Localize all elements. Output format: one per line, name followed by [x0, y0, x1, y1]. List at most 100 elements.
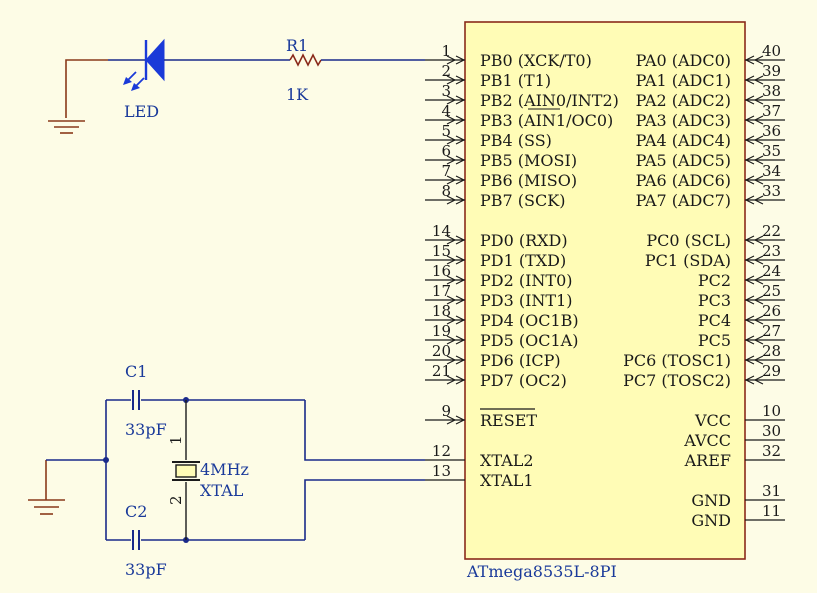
- pin-name-right: PC5: [698, 331, 731, 350]
- pin-number-right: 11: [762, 502, 781, 520]
- pin-name-left: PD0 (RXD): [480, 231, 568, 250]
- pin-number-left: 4: [441, 102, 451, 120]
- pin-number-left: 16: [432, 262, 451, 280]
- ground-symbol-crystal: [28, 499, 65, 515]
- pin-name-right: PC6 (TOSC1): [623, 351, 731, 370]
- led-circuit: LED R1 1K: [48, 36, 425, 134]
- resistor-r1-value-label: 1K: [286, 85, 309, 104]
- pin-number-right: 35: [762, 142, 781, 160]
- pin-number-right: 37: [762, 102, 781, 120]
- pin-name-left: PD4 (OC1B): [480, 311, 579, 330]
- pin-number-right: 39: [762, 62, 781, 80]
- pin-name-right: PC1 (SDA): [645, 251, 731, 270]
- pin-number-right: 23: [762, 242, 781, 260]
- pin-name-right: PA4 (ADC4): [636, 131, 731, 150]
- pin-name-right: PC4: [698, 311, 731, 330]
- pin-name-right: PA3 (ADC3): [636, 111, 731, 130]
- pin-number-right: 31: [762, 482, 781, 500]
- pin-number-right: 29: [762, 362, 781, 380]
- pin-name-left: PD1 (TXD): [480, 251, 566, 270]
- pin-name-left: PB5 (MOSI): [480, 151, 577, 170]
- resistor-r1-ref-label: R1: [286, 36, 308, 55]
- crystal-icon[interactable]: [172, 461, 200, 481]
- pin-name-left: PB2 (AIN0/INT2): [480, 91, 619, 110]
- capacitor-c1-ref-label: C1: [125, 362, 147, 381]
- crystal-circuit: C1 33pF C2 33pF 1 2 4MHz XTAL: [28, 362, 425, 579]
- led-diode-icon[interactable]: [123, 38, 165, 91]
- pin-number-left: 18: [432, 302, 451, 320]
- pin-number-left: 21: [432, 362, 451, 380]
- pin-number-left: 20: [432, 342, 451, 360]
- pin-number-left: 15: [432, 242, 451, 260]
- pin-name-left: PB0 (XCK/T0): [480, 51, 592, 70]
- led-ref-label: LED: [124, 102, 159, 121]
- pin-name-left: PB3 (AIN1/OC0): [480, 111, 613, 130]
- pin-number-left: 3: [441, 82, 451, 100]
- pin-name-right: PA6 (ADC6): [636, 171, 731, 190]
- pin-name-left: XTAL1: [480, 471, 534, 490]
- capacitor-c1-icon[interactable]: [132, 390, 140, 410]
- crystal-pin1-label: 1: [167, 435, 185, 445]
- pin-number-right: 30: [762, 422, 781, 440]
- pin-number-left: 17: [432, 282, 451, 300]
- pin-name-left: PB4 (SS): [480, 131, 552, 150]
- resistor-r1-icon[interactable]: [289, 53, 322, 67]
- xtal1-wire: [304, 479, 425, 540]
- chip-name-label: ATmega8535L-8PI: [466, 562, 617, 581]
- pin-name-right: VCC: [694, 411, 731, 430]
- pin-name-right: PA5 (ADC5): [636, 151, 731, 170]
- capacitor-c2-icon[interactable]: [132, 530, 140, 550]
- pin-name-right: PC3: [698, 291, 731, 310]
- pin-name-left: PD6 (ICP): [480, 351, 561, 370]
- capacitor-c2-ref-label: C2: [125, 502, 147, 521]
- pin-number-right: 24: [762, 262, 781, 280]
- chip-body[interactable]: [464, 21, 746, 560]
- pin-number-right: 22: [762, 222, 781, 240]
- pin-number-right: 38: [762, 82, 781, 100]
- pin-number-right: 10: [762, 402, 781, 420]
- pin-number-right: 34: [762, 162, 781, 180]
- pin-name-right: GND: [691, 511, 731, 530]
